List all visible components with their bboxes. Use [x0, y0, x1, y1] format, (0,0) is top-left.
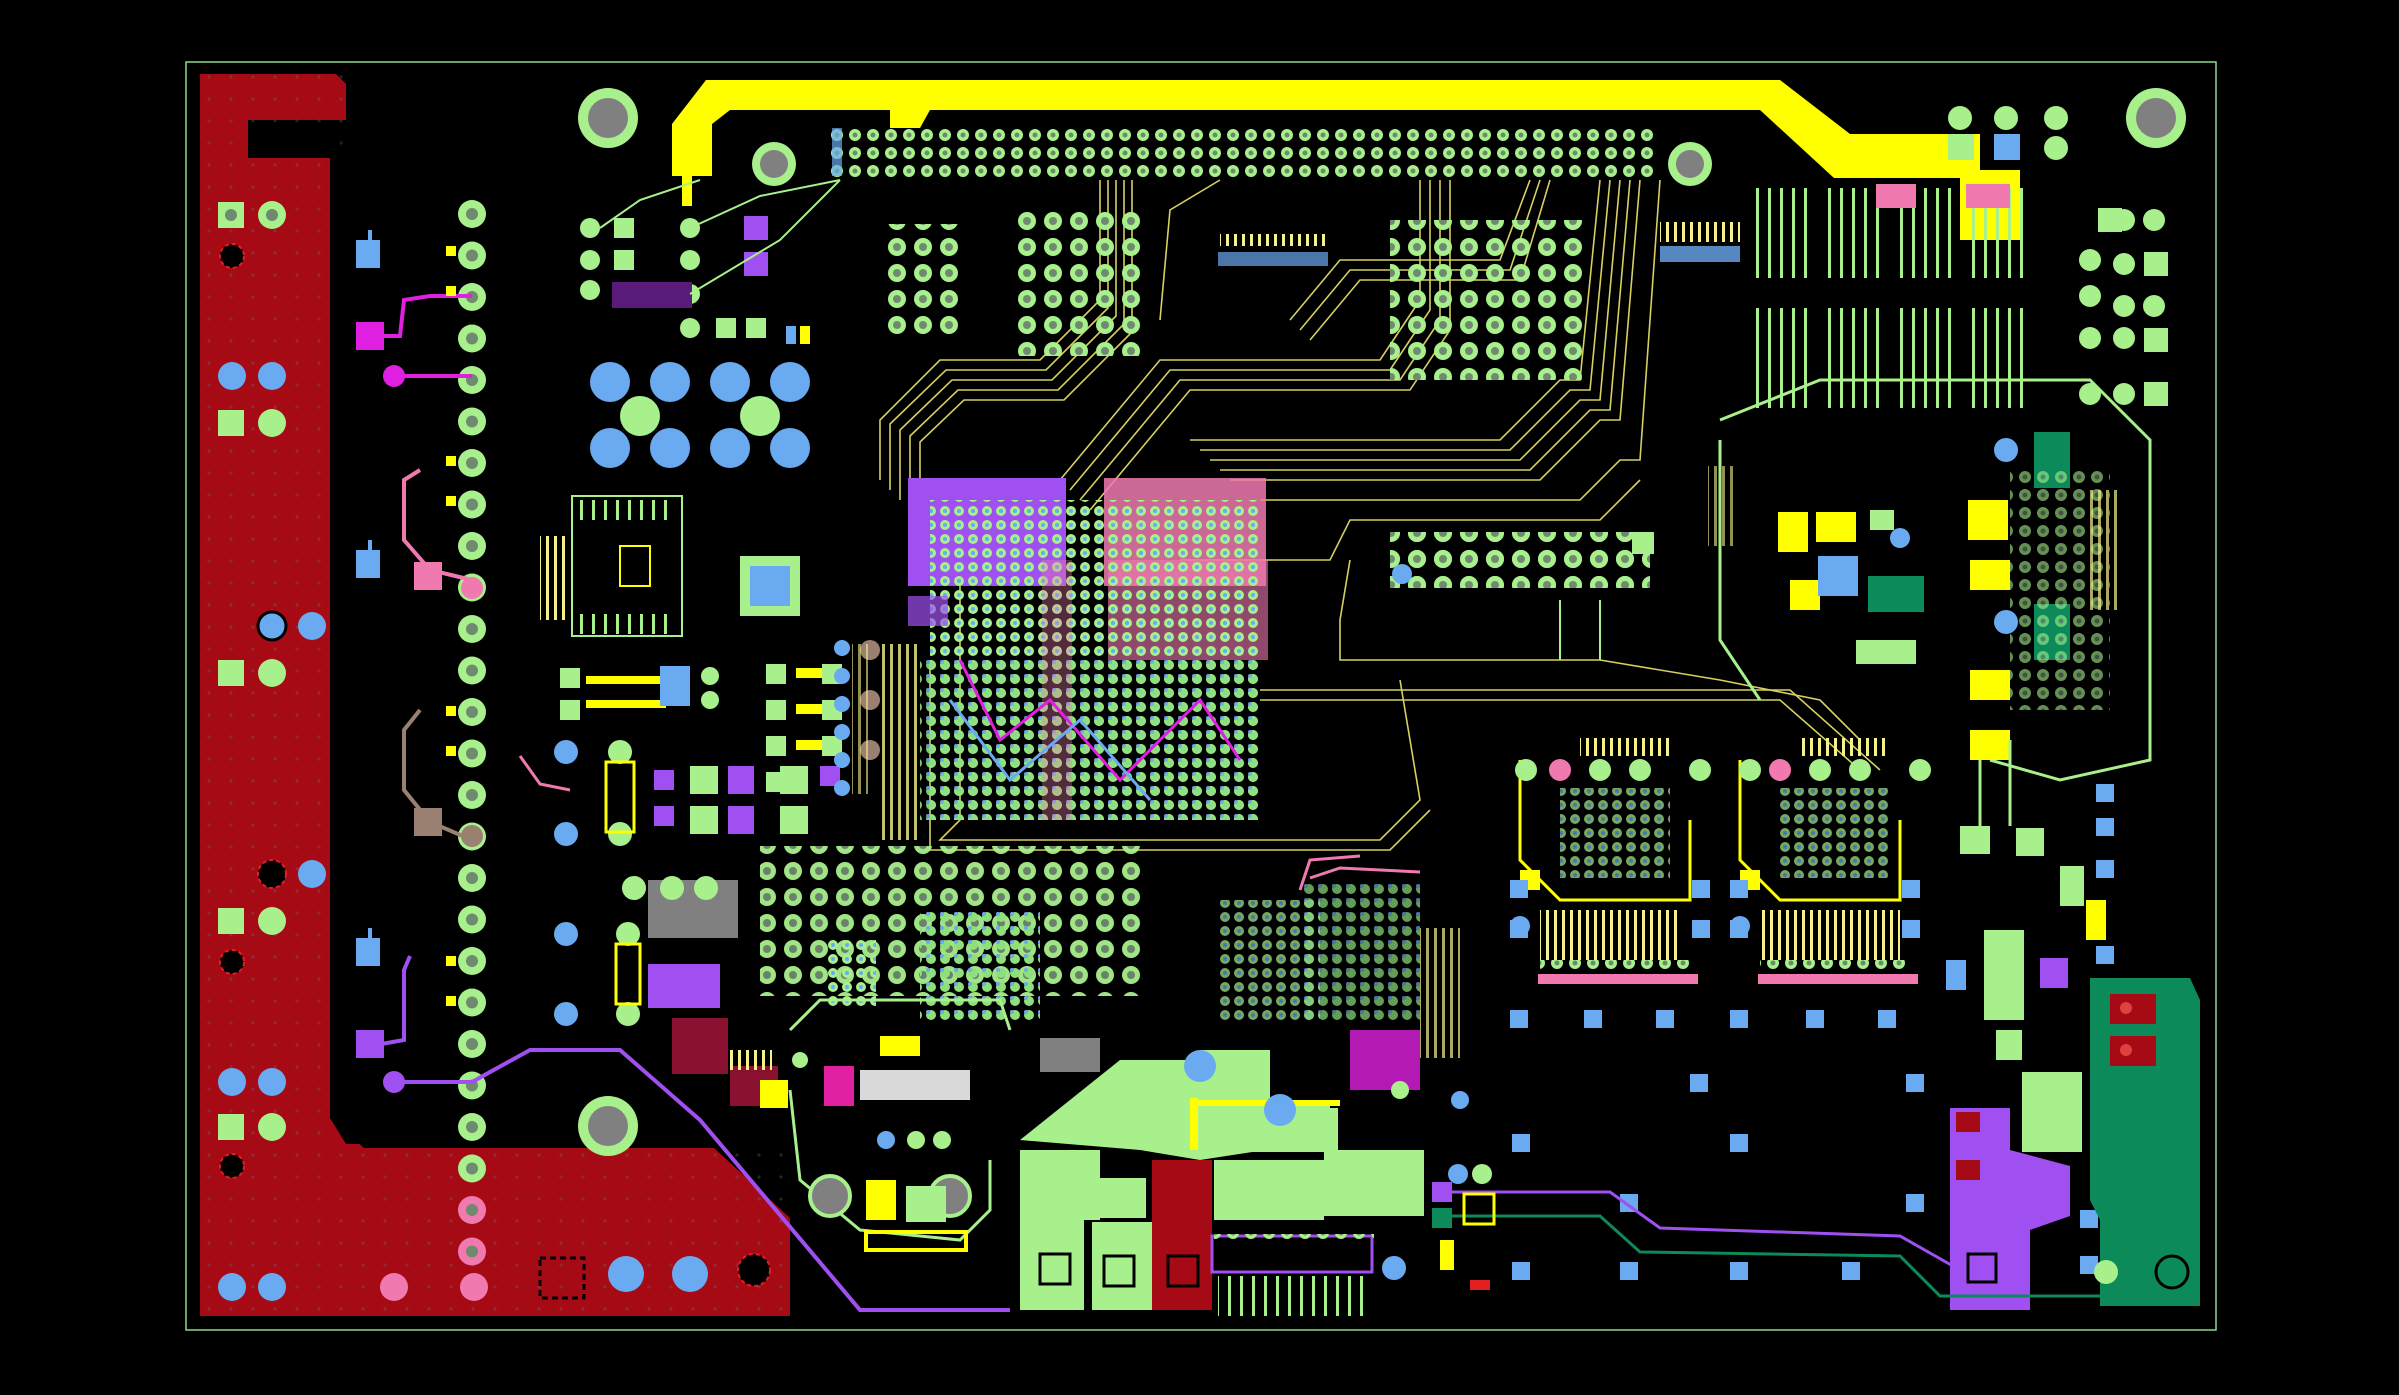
mid-left-cluster[interactable] [760, 640, 934, 840]
qfp-left[interactable] [540, 495, 800, 724]
header-pin-drill [466, 623, 478, 635]
right-analog[interactable] [1510, 738, 1931, 984]
mask [330, 158, 346, 1144]
lower-bga[interactable] [760, 846, 1140, 1020]
round-pad-array[interactable] [590, 362, 810, 468]
header-pin-drill [466, 789, 478, 801]
header-pin-drill [466, 1162, 478, 1175]
right-top-arrays[interactable] [1750, 106, 2168, 408]
green-pour-bottom[interactable] [1020, 1060, 1424, 1310]
header-pin-drill [466, 540, 478, 552]
bottom-right-pours[interactable] [1432, 978, 2200, 1310]
bga-decoupling-left[interactable] [834, 632, 874, 812]
header-pin-drill [466, 415, 478, 428]
top-left-components[interactable] [580, 179, 841, 344]
main-bga[interactable] [908, 478, 1268, 820]
mid-right-header[interactable] [1390, 532, 1654, 660]
header-pin-drill [466, 208, 478, 220]
mask [250, 122, 340, 154]
header-pin-drill [466, 1204, 478, 1216]
header-pin-drill [466, 249, 478, 262]
header-pin-drill [466, 332, 478, 345]
lower-mid-routing[interactable] [728, 998, 1100, 1252]
header-pin-drill [466, 872, 478, 884]
board-outline [185, 61, 2217, 1331]
header-pin-drill [466, 664, 478, 677]
header-pin-drill [466, 1245, 478, 1258]
header-pin-drill [466, 1038, 478, 1050]
center-complex[interactable] [1200, 854, 1460, 1090]
header-pin-drill [466, 913, 478, 926]
left-mid-components[interactable] [518, 740, 840, 1106]
center-bottom-pads[interactable] [1184, 1050, 1496, 1280]
header-pin-drill [466, 747, 478, 760]
bottom-connector[interactable] [1210, 1234, 1490, 1316]
left-components[interactable] [356, 230, 483, 1093]
header-pin-drill [466, 706, 478, 718]
top-header[interactable] [828, 124, 1658, 180]
left-signal-traces [369, 294, 1010, 1312]
right-power[interactable] [1708, 378, 2152, 782]
header-pin-drill [466, 955, 478, 967]
header-pin-drill [466, 996, 478, 1009]
header-pin-drill [466, 457, 478, 469]
left-pad-column[interactable] [218, 201, 771, 1301]
test-pads[interactable] [1510, 784, 2114, 1280]
header-pin-drill [466, 1121, 478, 1133]
header-pin-drill [466, 498, 478, 511]
right-lower-components[interactable] [1946, 740, 2106, 1152]
